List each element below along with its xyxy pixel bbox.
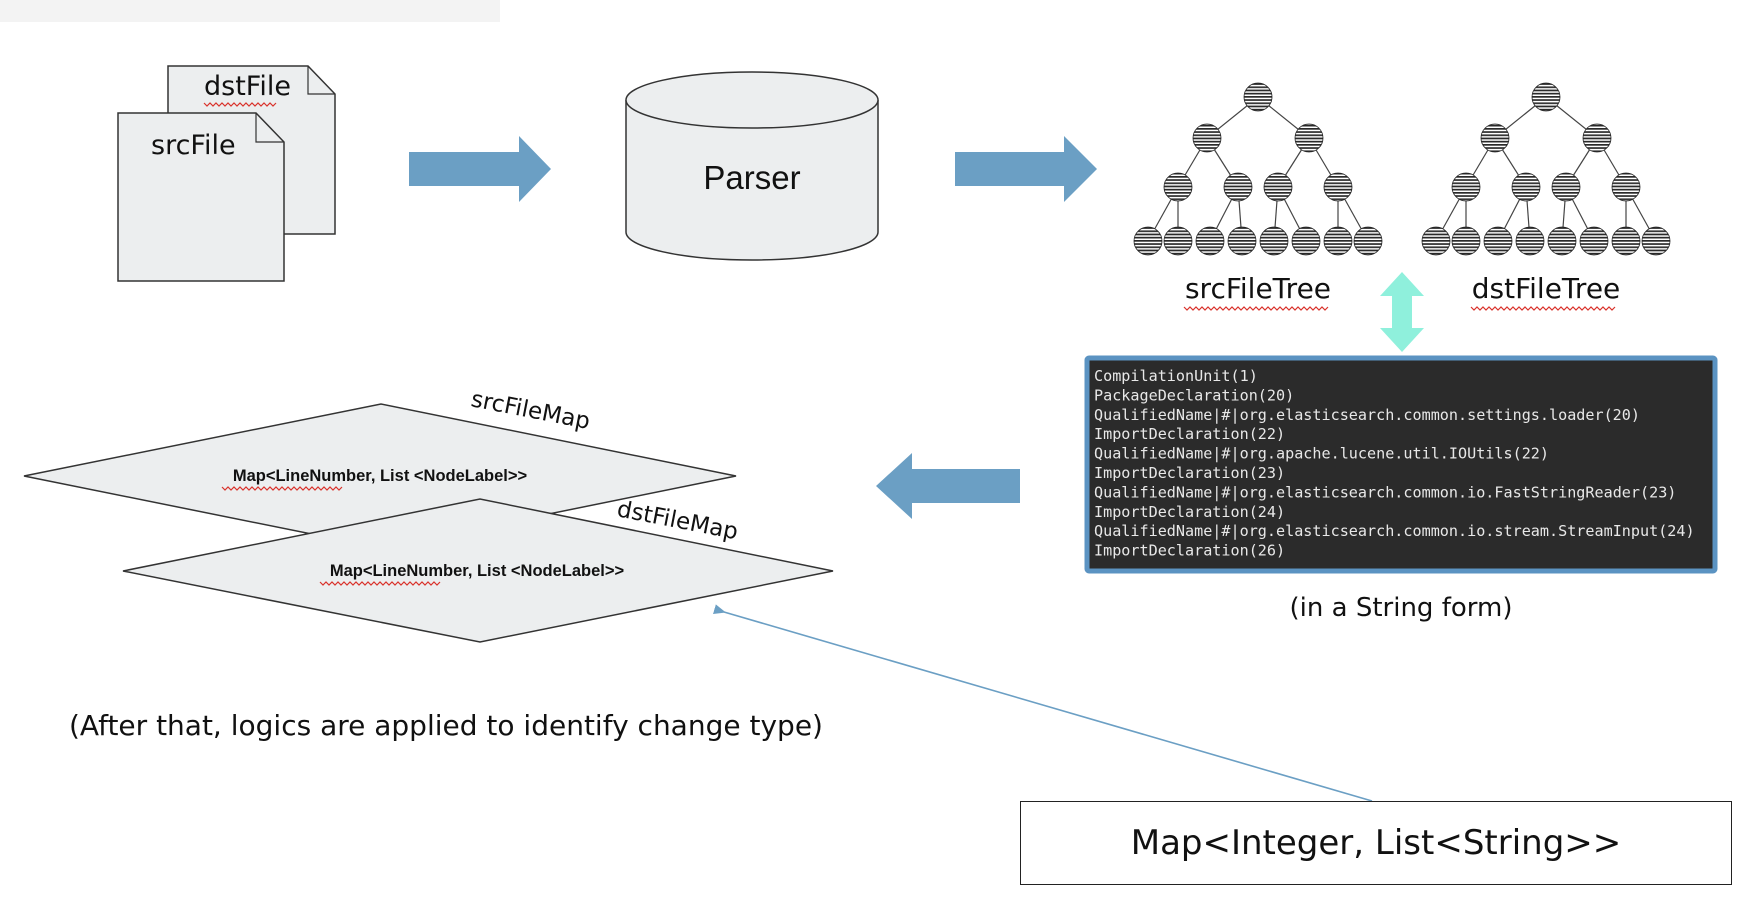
- type-box-label: Map<Integer, List<String>>: [1130, 823, 1622, 863]
- tree-node: [1192, 123, 1222, 153]
- code-line: PackageDeclaration(20): [1094, 386, 1294, 404]
- arrow-right-2: [955, 136, 1097, 202]
- dst-file-tree-icon: [1421, 82, 1671, 256]
- tree-node: [1451, 172, 1481, 202]
- type-box: Map<Integer, List<String>>: [1020, 801, 1732, 885]
- tree-node: [1421, 226, 1451, 256]
- tree-node: [1259, 226, 1289, 256]
- tree-node: [1641, 226, 1671, 256]
- tree-node: [1163, 172, 1193, 202]
- double-arrow-vertical: [1380, 272, 1424, 352]
- tree-node: [1551, 172, 1581, 202]
- tree-node: [1227, 226, 1257, 256]
- code-caption: (in a String form): [1290, 593, 1513, 623]
- code-line: ImportDeclaration(24): [1094, 503, 1285, 521]
- footer-note: (After that, logics are applied to ident…: [69, 709, 823, 742]
- arrow-right-1: [409, 136, 551, 202]
- code-panel: CompilationUnit(1)PackageDeclaration(20)…: [1084, 355, 1718, 574]
- tree-node: [1243, 82, 1273, 112]
- tree-node: [1582, 123, 1612, 153]
- src-file-tree-icon: [1133, 82, 1383, 256]
- tree-node: [1323, 226, 1353, 256]
- src-map-content: Map<LineNumber, List <NodeLabel>>: [233, 467, 527, 485]
- code-line: QualifiedName|#|org.apache.lucene.util.I…: [1094, 445, 1549, 463]
- tree-node: [1531, 82, 1561, 112]
- tree-node: [1579, 226, 1609, 256]
- code-line: QualifiedName|#|org.elasticsearch.common…: [1094, 406, 1640, 424]
- src-file-map-shape: Map<LineNumber, List <NodeLabel>>: [23, 403, 737, 549]
- tree-node: [1515, 226, 1545, 256]
- src-tree-label: srcFileTree: [1185, 272, 1331, 305]
- dst-tree-label: dstFileTree: [1472, 272, 1621, 305]
- tree-node: [1195, 226, 1225, 256]
- tree-node: [1294, 123, 1324, 153]
- arrow-left: [876, 453, 1020, 519]
- src-file-label: srcFile: [151, 130, 236, 161]
- tree-node: [1291, 226, 1321, 256]
- src-file-icon: srcFile: [117, 112, 285, 282]
- parser-label: Parser: [703, 159, 800, 196]
- tree-node: [1611, 172, 1641, 202]
- tree-node: [1263, 172, 1293, 202]
- parser-cylinder: Parser: [625, 71, 879, 261]
- tree-node: [1451, 226, 1481, 256]
- tree-node: [1323, 172, 1353, 202]
- top-shadow: [0, 0, 500, 22]
- tree-node: [1511, 172, 1541, 202]
- dst-file-label: dstFile: [204, 71, 291, 102]
- code-line: ImportDeclaration(23): [1094, 464, 1285, 482]
- tree-node: [1223, 172, 1253, 202]
- tree-node: [1163, 226, 1193, 256]
- dst-map-content: Map<LineNumber, List <NodeLabel>>: [330, 562, 624, 580]
- code-line: ImportDeclaration(26): [1094, 542, 1285, 560]
- tree-node: [1547, 226, 1577, 256]
- dst-file-map-shape: Map<LineNumber, List <NodeLabel>>: [122, 498, 834, 643]
- tree-node: [1353, 226, 1383, 256]
- connector-arrow: [713, 604, 1373, 802]
- code-line: QualifiedName|#|org.elasticsearch.common…: [1094, 522, 1695, 540]
- code-line: CompilationUnit(1): [1094, 367, 1258, 385]
- tree-node: [1133, 226, 1163, 256]
- tree-node: [1611, 226, 1641, 256]
- code-line: QualifiedName|#|org.elasticsearch.common…: [1094, 483, 1676, 501]
- tree-node: [1480, 123, 1510, 153]
- code-line: ImportDeclaration(22): [1094, 425, 1285, 443]
- tree-node: [1483, 226, 1513, 256]
